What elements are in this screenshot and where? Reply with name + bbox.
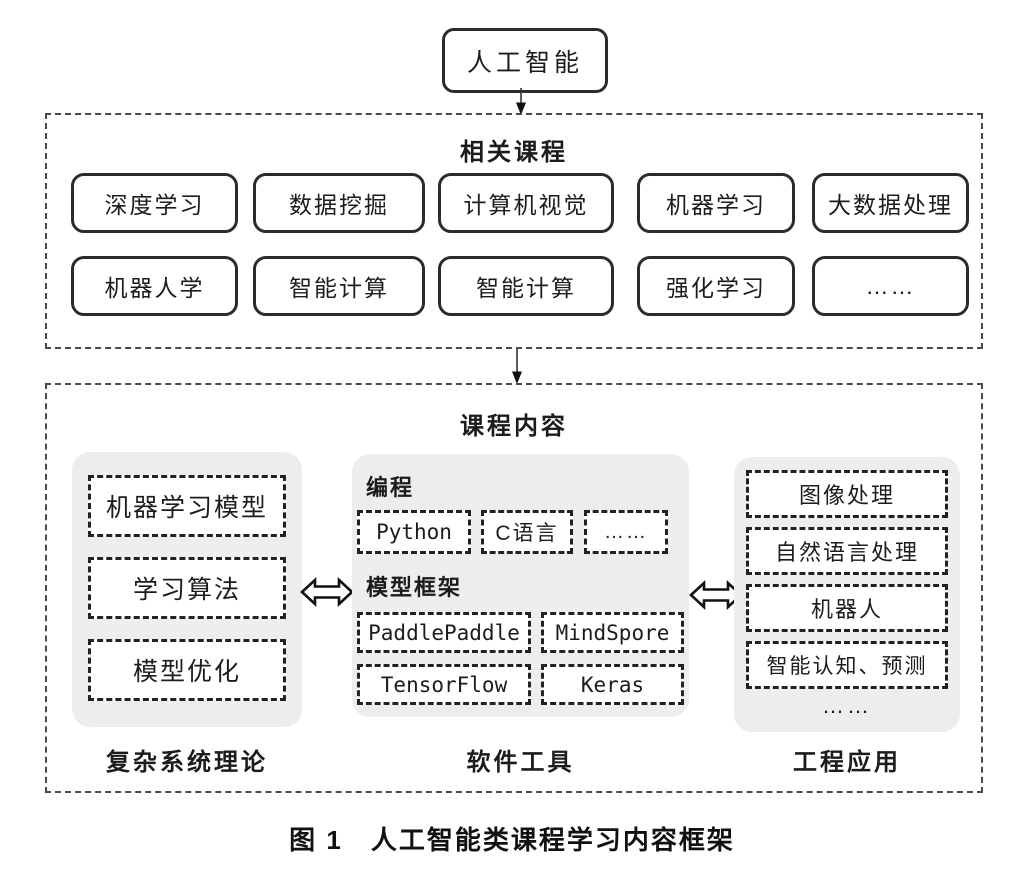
course-box-intelligent-computing: 智能计算 <box>253 256 425 316</box>
course-box-ellipsis: …… <box>812 256 969 316</box>
item-model-optimization: 模型优化 <box>88 639 286 701</box>
model-framework-label: 模型框架 <box>366 575 463 600</box>
course-label: 深度学习 <box>104 192 205 218</box>
course-box-intelligent-computing-2: 智能计算 <box>438 256 614 316</box>
item-image-processing: 图像处理 <box>746 470 948 518</box>
course-label: 计算机视觉 <box>463 192 589 218</box>
label-software-tools: 软件工具 <box>466 749 575 776</box>
course-content-title: 课程内容 <box>460 413 568 440</box>
item-label: 图像处理 <box>798 483 895 508</box>
panel-complex-systems: 机器学习模型 学习算法 模型优化 <box>72 452 302 727</box>
course-label: 大数据处理 <box>828 192 953 218</box>
course-label: 智能计算 <box>476 275 576 301</box>
root-node-ai: 人工智能 <box>442 28 608 93</box>
item-label: …… <box>604 520 648 543</box>
item-learning-algos: 学习算法 <box>88 557 286 619</box>
right-panel-ellipsis: …… <box>822 693 872 718</box>
item-keras: Keras <box>541 664 684 705</box>
item-label: 机器学习模型 <box>105 494 268 522</box>
course-label: 数据挖掘 <box>289 192 389 218</box>
related-courses-title: 相关课程 <box>460 139 568 166</box>
panel-software-tools: 编程 Python C语言 …… 模型框架 PaddlePaddle MindS… <box>352 454 689 717</box>
item-label: PaddlePaddle <box>368 620 520 645</box>
related-courses-container: 相关课程 深度学习 数据挖掘 计算机视觉 机器学习 大数据处理 机器人学 智能计… <box>45 113 983 349</box>
item-nlp: 自然语言处理 <box>746 527 948 575</box>
item-label: Python <box>376 520 452 544</box>
label-engineering-apps: 工程应用 <box>793 749 901 776</box>
item-tensorflow: TensorFlow <box>357 664 531 705</box>
course-box-computer-vision: 计算机视觉 <box>438 173 614 233</box>
item-c-language: C语言 <box>481 510 573 554</box>
label-complex-systems-theory: 复杂系统理论 <box>106 749 268 776</box>
course-box-robotics: 机器人学 <box>71 256 238 316</box>
item-label: Keras <box>580 672 645 697</box>
item-prog-ellipsis: …… <box>584 510 668 554</box>
item-label: TensorFlow <box>380 672 508 697</box>
course-box-data-mining: 数据挖掘 <box>253 173 425 233</box>
item-label: C语言 <box>495 522 559 545</box>
course-box-big-data: 大数据处理 <box>812 173 969 233</box>
course-box-reinforcement-learning: 强化学习 <box>637 256 795 316</box>
item-python: Python <box>357 510 471 554</box>
item-ml-model: 机器学习模型 <box>88 475 286 537</box>
item-label: 模型优化 <box>132 658 241 686</box>
item-label: 机器人 <box>810 597 883 622</box>
course-box-deep-learning: 深度学习 <box>71 173 238 233</box>
course-label: …… <box>865 272 916 299</box>
programming-label: 编程 <box>366 475 415 500</box>
figure-caption: 图 1 人工智能类课程学习内容框架 <box>289 825 735 855</box>
panel-engineering-apps: 图像处理 自然语言处理 机器人 智能认知、预测 …… <box>734 457 960 732</box>
item-paddlepaddle: PaddlePaddle <box>357 612 531 653</box>
item-robot: 机器人 <box>746 584 948 632</box>
item-cognition-prediction: 智能认知、预测 <box>746 641 948 689</box>
root-node-label: 人工智能 <box>466 48 583 77</box>
item-label: MindSpore <box>555 620 670 645</box>
arrow-down-icon <box>516 88 526 115</box>
item-mindspore: MindSpore <box>541 612 684 653</box>
item-label: 学习算法 <box>132 576 241 604</box>
item-label: 智能认知、预测 <box>766 655 928 678</box>
course-label: 机器人学 <box>104 275 205 301</box>
double-arrow-icon <box>300 577 354 607</box>
course-label: 机器学习 <box>666 192 766 218</box>
course-box-machine-learning: 机器学习 <box>637 173 795 233</box>
course-content-container: 课程内容 机器学习模型 学习算法 模型优化 编程 Python C语言 …… 模… <box>45 383 983 793</box>
course-label: 智能计算 <box>289 275 389 301</box>
course-label: 强化学习 <box>666 275 766 301</box>
item-label: 自然语言处理 <box>774 540 919 565</box>
arrow-down-icon <box>512 349 522 384</box>
